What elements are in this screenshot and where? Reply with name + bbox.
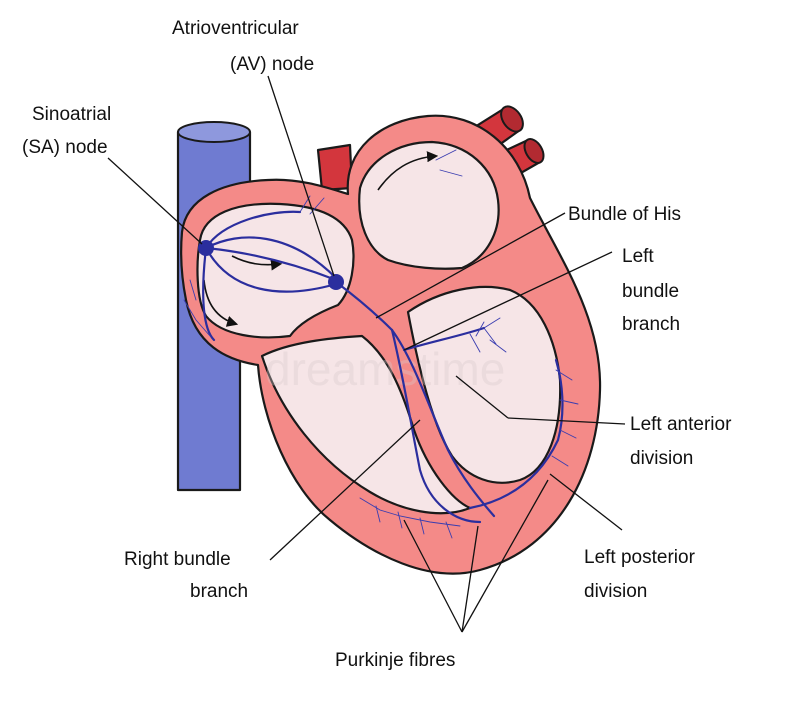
flow-arrows: [203, 151, 439, 327]
label-left-bundle-3: branch: [622, 314, 680, 335]
right-ventricle: [260, 334, 472, 515]
label-sa-node-2: (SA) node: [22, 137, 108, 158]
label-av-node-1: Atrioventricular: [172, 18, 299, 39]
conduction-system: [183, 149, 579, 539]
watermark: dreamstime: [265, 343, 505, 395]
label-left-bundle-1: Left: [622, 246, 654, 267]
label-left-posterior-2: division: [584, 581, 647, 602]
label-left-anterior-1: Left anterior: [630, 414, 732, 435]
label-sa-node-1: Sinoatrial: [32, 104, 111, 125]
label-bundle-of-his: Bundle of His: [568, 204, 681, 225]
label-av-node-2: (AV) node: [230, 54, 314, 75]
av-node: [328, 274, 344, 290]
label-left-bundle-2: bundle: [622, 281, 679, 302]
left-atrium: [358, 140, 500, 270]
labels: Atrioventricular (AV) node Sinoatrial (S…: [22, 18, 732, 671]
label-right-bundle-1: Right bundle: [124, 549, 231, 570]
label-left-anterior-2: division: [630, 448, 693, 469]
label-right-bundle-2: branch: [190, 581, 248, 602]
label-purkinje: Purkinje fibres: [335, 650, 455, 671]
label-left-posterior-1: Left posterior: [584, 547, 696, 568]
leader-lines: [107, 75, 626, 633]
